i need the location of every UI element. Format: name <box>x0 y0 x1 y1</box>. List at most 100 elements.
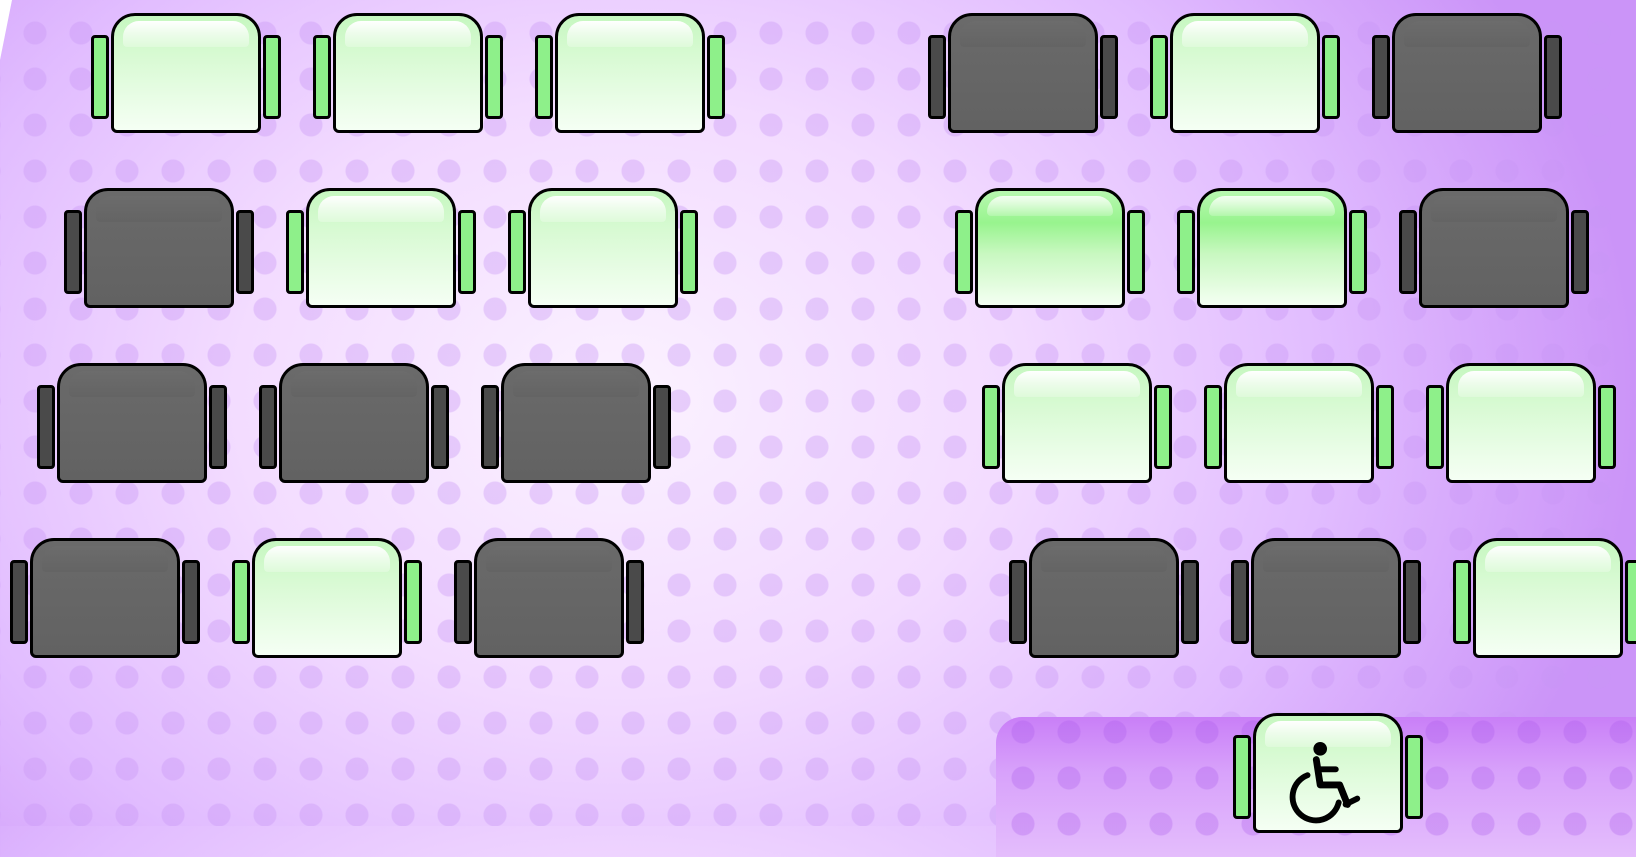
seat-right-block-r4-c2 <box>1231 538 1421 658</box>
seat-armrest-right <box>1625 560 1636 644</box>
seat-armrest-left <box>1231 560 1249 644</box>
seat-armrest-left <box>1177 210 1195 294</box>
seat-left-block-r4-c1 <box>10 538 200 658</box>
seat-armrest-left <box>1233 735 1251 819</box>
seat-armrest-left <box>313 35 331 119</box>
seat-armrest-right <box>1154 385 1172 469</box>
seat-cushion <box>1251 538 1401 658</box>
seat-armrest-left <box>1150 35 1168 119</box>
seat-armrest-right <box>431 385 449 469</box>
seat-left-block-r2-c3[interactable] <box>508 188 698 308</box>
seat-armrest-left <box>1453 560 1471 644</box>
seat-armrest-right <box>1598 385 1616 469</box>
seat-armrest-right <box>680 210 698 294</box>
seat-cushion <box>1392 13 1542 133</box>
seat-cushion <box>1224 363 1374 483</box>
seat-armrest-left <box>535 35 553 119</box>
seat-armrest-right <box>485 35 503 119</box>
seat-armrest-left <box>64 210 82 294</box>
seat-cushion <box>279 363 429 483</box>
seat-cushion <box>501 363 651 483</box>
seat-armrest-right <box>182 560 200 644</box>
seat-cushion <box>1002 363 1152 483</box>
seat-armrest-right <box>236 210 254 294</box>
seat-right-block-r3-c1[interactable] <box>982 363 1172 483</box>
seat-armrest-left <box>37 385 55 469</box>
accessible-seat[interactable] <box>1233 713 1423 839</box>
seat-cushion <box>528 188 678 308</box>
seat-left-block-r2-c2[interactable] <box>286 188 476 308</box>
seat-right-block-r4-c3[interactable] <box>1453 538 1636 658</box>
seat-armrest-right <box>1403 560 1421 644</box>
wall-edge <box>0 0 12 60</box>
wheelchair-icon <box>1289 740 1367 824</box>
seat-armrest-left <box>1009 560 1027 644</box>
seat-right-block-r1-c2[interactable] <box>1150 13 1340 133</box>
seat-armrest-right <box>1127 210 1145 294</box>
seat-armrest-right <box>1181 560 1199 644</box>
seat-cushion <box>1253 713 1403 833</box>
seat-left-block-r1-c3[interactable] <box>535 13 725 133</box>
seat-cushion <box>1446 363 1596 483</box>
seat-armrest-left <box>508 210 526 294</box>
seat-armrest-right <box>1544 35 1562 119</box>
seat-cushion <box>948 13 1098 133</box>
seat-armrest-right <box>1100 35 1118 119</box>
seat-armrest-left <box>1204 385 1222 469</box>
seat-armrest-left <box>1372 35 1390 119</box>
seat-cushion <box>1473 538 1623 658</box>
seat-armrest-right <box>1405 735 1423 819</box>
seat-armrest-left <box>259 385 277 469</box>
seat-armrest-left <box>454 560 472 644</box>
seat-armrest-right <box>404 560 422 644</box>
seat-cushion <box>306 188 456 308</box>
seat-armrest-right <box>1376 385 1394 469</box>
seat-armrest-left <box>232 560 250 644</box>
seat-cushion <box>474 538 624 658</box>
seat-left-block-r3-c3 <box>481 363 671 483</box>
seat-right-block-r3-c3[interactable] <box>1426 363 1616 483</box>
seat-right-block-r2-c1[interactable] <box>955 188 1145 308</box>
seat-left-block-r3-c1 <box>37 363 227 483</box>
seat-armrest-right <box>1322 35 1340 119</box>
seat-armrest-left <box>1399 210 1417 294</box>
seat-armrest-left <box>928 35 946 119</box>
seat-cushion <box>252 538 402 658</box>
seat-left-block-r3-c2 <box>259 363 449 483</box>
seat-right-block-r1-c1 <box>928 13 1118 133</box>
seat-armrest-right <box>707 35 725 119</box>
seat-armrest-right <box>1349 210 1367 294</box>
seat-armrest-right <box>653 385 671 469</box>
seat-right-block-r2-c2[interactable] <box>1177 188 1367 308</box>
seat-armrest-left <box>955 210 973 294</box>
seat-armrest-left <box>982 385 1000 469</box>
seat-armrest-right <box>626 560 644 644</box>
seat-armrest-left <box>286 210 304 294</box>
seat-left-block-r4-c3 <box>454 538 644 658</box>
seat-armrest-right <box>209 385 227 469</box>
seat-left-block-r1-c1[interactable] <box>91 13 281 133</box>
seat-right-block-r3-c2[interactable] <box>1204 363 1394 483</box>
seat-armrest-left <box>91 35 109 119</box>
seat-cushion <box>1197 188 1347 308</box>
seat-armrest-left <box>1426 385 1444 469</box>
seat-cushion <box>30 538 180 658</box>
seat-left-block-r4-c2[interactable] <box>232 538 422 658</box>
seat-cushion <box>111 13 261 133</box>
seat-cushion <box>333 13 483 133</box>
seat-left-block-r1-c2[interactable] <box>313 13 503 133</box>
seat-armrest-right <box>458 210 476 294</box>
seat-cushion <box>1419 188 1569 308</box>
seat-left-block-r2-c1 <box>64 188 254 308</box>
seat-armrest-left <box>481 385 499 469</box>
seat-cushion <box>57 363 207 483</box>
seat-right-block-r2-c3 <box>1399 188 1589 308</box>
seat-right-block-r4-c1 <box>1009 538 1199 658</box>
seat-cushion <box>975 188 1125 308</box>
seat-right-block-r1-c3 <box>1372 13 1562 133</box>
seat-cushion <box>1170 13 1320 133</box>
seat-armrest-right <box>1571 210 1589 294</box>
seat-armrest-right <box>263 35 281 119</box>
seat-cushion <box>1029 538 1179 658</box>
seat-cushion <box>555 13 705 133</box>
